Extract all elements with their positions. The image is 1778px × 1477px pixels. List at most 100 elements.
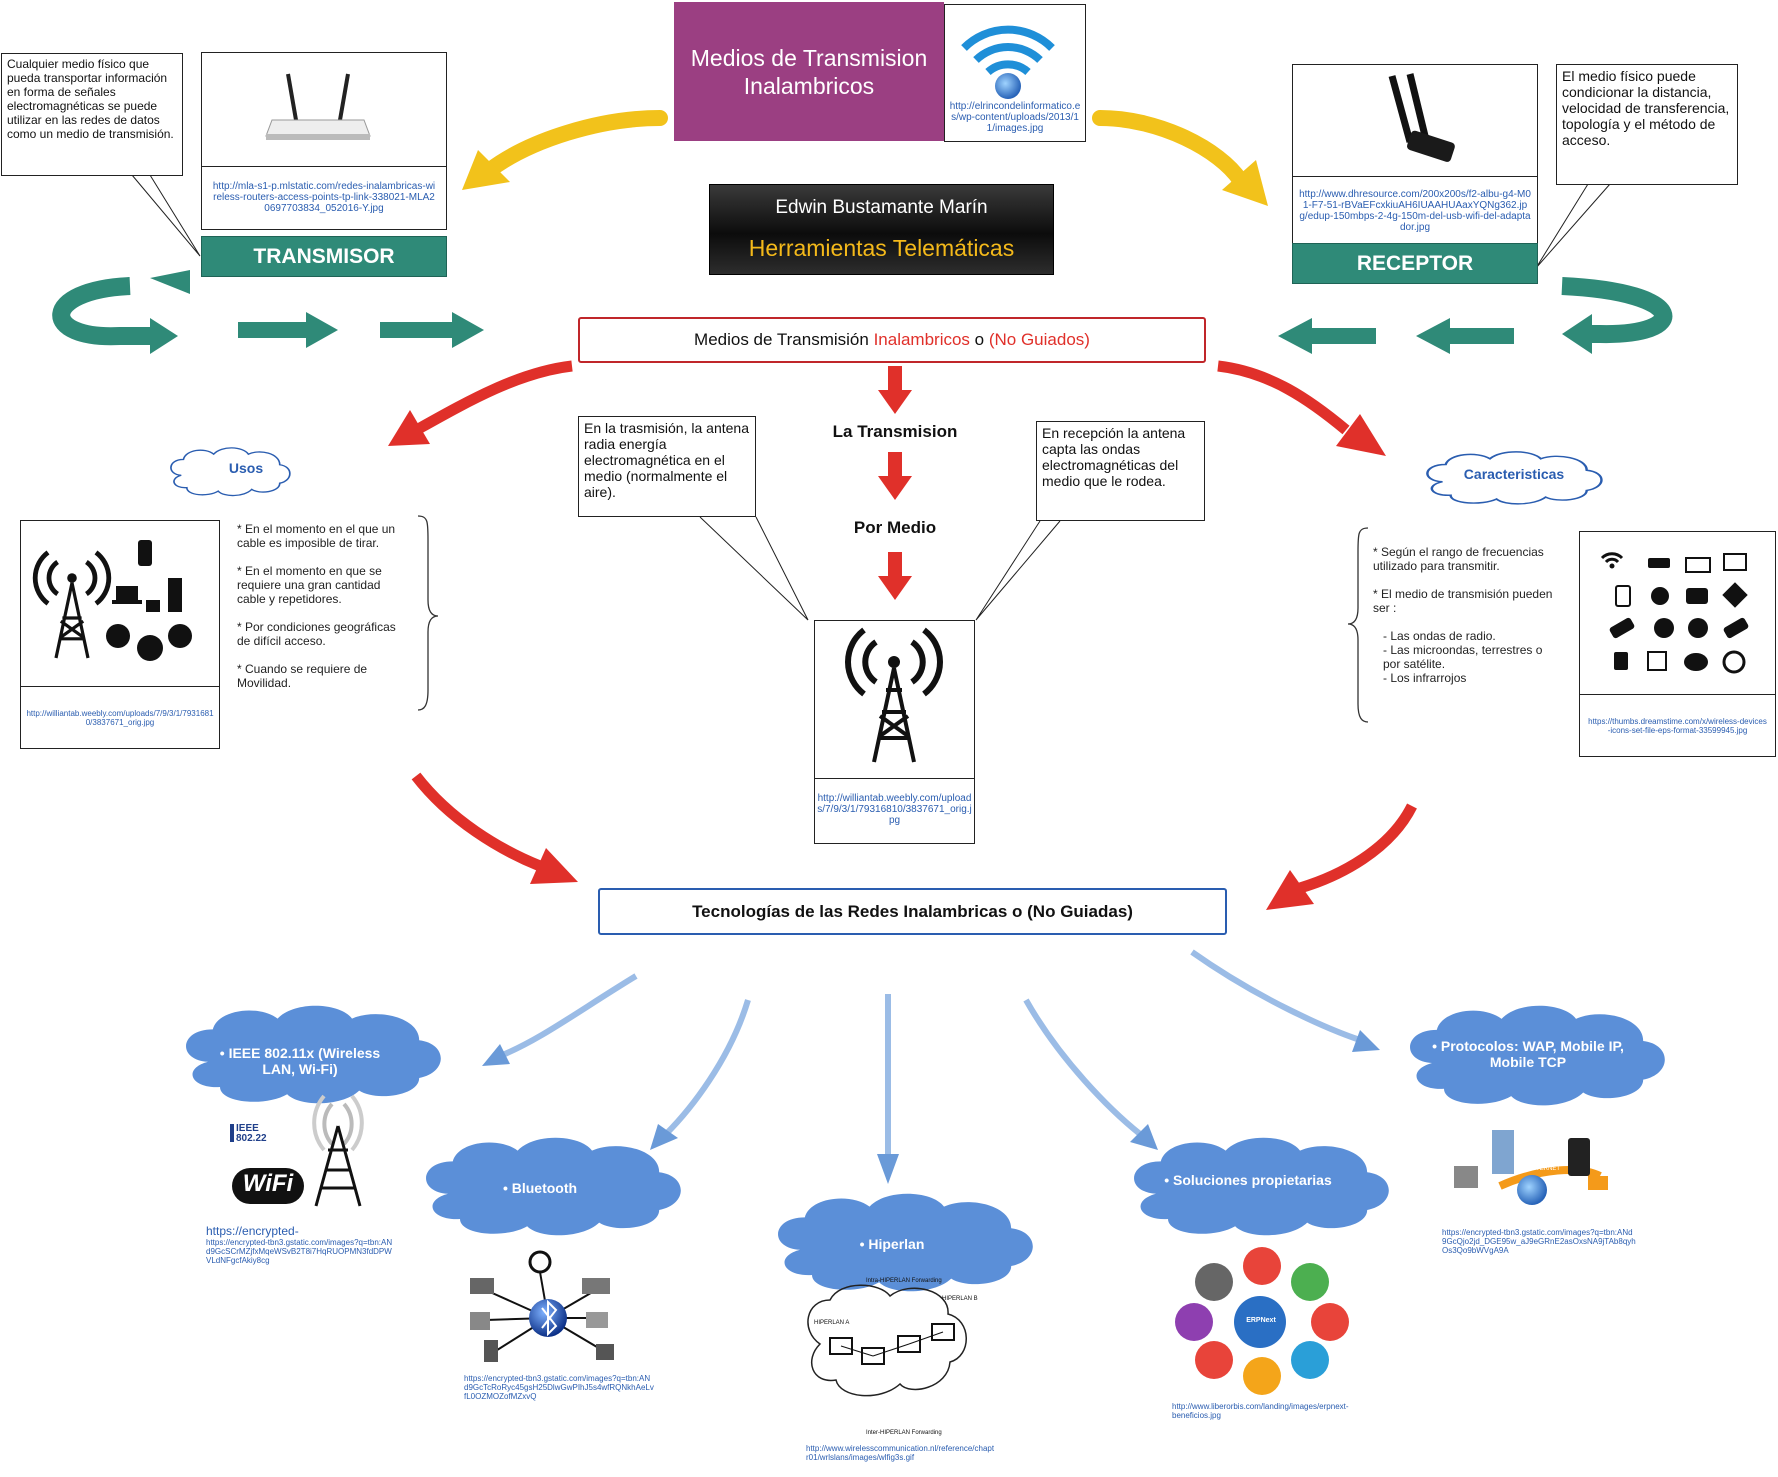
- hiperlan-a-text: HIPERLAN A: [814, 1320, 850, 1326]
- transmisor-note: Cualquier medio físico que pueda transpo…: [1, 53, 183, 176]
- receptor-note: El medio físico puede condicionar la dis…: [1556, 64, 1738, 185]
- yellow-arrow-left: [462, 110, 668, 190]
- red-arrow-down-3: [878, 552, 912, 600]
- main-topic-red: Inalambricos: [873, 330, 970, 349]
- wifi-logo-icon: [232, 1094, 364, 1207]
- main-topic-mid: o: [969, 330, 989, 349]
- teal-arrow-right-1: [238, 312, 338, 348]
- usos-label: Usos: [228, 460, 264, 476]
- wifi-globe-icon: [961, 25, 1055, 99]
- caracteristicas-list: * Según el rango de frecuencias utilizad…: [1373, 545, 1559, 685]
- ieee-logo-icon: [230, 1124, 234, 1142]
- teal-curved-arrow-left: [52, 270, 190, 354]
- protocolos-url[interactable]: https://encrypted-tbn3.gstatic.com/image…: [1442, 1228, 1636, 1255]
- receptor-divider: [1292, 176, 1538, 177]
- ieee-logo-text: IEEE 802.22: [236, 1123, 267, 1144]
- tecnologias-box: Tecnologías de las Redes Inalambricas o …: [598, 888, 1227, 935]
- main-topic-box: Medios de Transmisión Inalambricos o (No…: [578, 317, 1206, 363]
- usos-list: * En el momento en el que un cable es im…: [237, 522, 409, 690]
- teal-arrow-right-2: [380, 312, 484, 348]
- usos-item-4: * Cuando se requiere de Movilidad.: [237, 662, 368, 690]
- hiperlan-url[interactable]: http://www.wirelesscommunication.nl/refe…: [806, 1444, 995, 1462]
- blue-arrow-4: [1023, 998, 1158, 1150]
- usos-image-url[interactable]: http://williantab.weebly.com/uploads/7/9…: [26, 709, 214, 727]
- blue-arrow-5: [1190, 949, 1380, 1052]
- page-title: Medios de Transmision Inalambricos: [690, 44, 928, 99]
- usos-item-2: * En el momento en que se requiere una g…: [237, 564, 382, 606]
- tecnologias-title: Tecnologías de las Redes Inalambricas o …: [692, 902, 1133, 921]
- cloud-soluciones-label: • Soluciones propietarias: [1164, 1172, 1332, 1188]
- caracteristicas-label: Caracteristicas: [1463, 466, 1565, 482]
- bluetooth-network-icon: [470, 1250, 614, 1362]
- step-transmision: La Transmision: [832, 422, 958, 441]
- antenna-image-box: http://williantab.weebly.com/uploads/7/9…: [814, 620, 975, 844]
- usos-image-box: http://williantab.weebly.com/uploads/7/9…: [20, 520, 220, 749]
- receptor-label: RECEPTOR: [1292, 243, 1538, 284]
- callout-lines: [131, 174, 1611, 621]
- teal-curved-arrow-right: [1561, 277, 1673, 354]
- router-icon: [265, 73, 371, 140]
- transmisor-divider: [201, 166, 447, 167]
- teal-arrow-left-2: [1278, 318, 1376, 354]
- red-arrow-to-usos: [388, 360, 573, 446]
- soluciones-url[interactable]: http://www.liberorbis.com/landing/images…: [1172, 1402, 1349, 1420]
- transmisor-image-url[interactable]: http://mla-s1-p.mlstatic.com/redes-inala…: [212, 181, 436, 214]
- caracteristicas-item-3: - Las ondas de radio.: [1383, 629, 1496, 643]
- caracteristicas-item-1: * Según el rango de frecuencias utilizad…: [1373, 545, 1544, 573]
- antenna-divider: [815, 778, 974, 779]
- title-image-url[interactable]: http://elrincondelinformatico.es/wp-cont…: [949, 101, 1081, 134]
- mobile-internet-icon: [1454, 1130, 1608, 1205]
- yellow-arrow-right: [1092, 110, 1268, 206]
- usb-adapter-icon: [1388, 73, 1455, 162]
- wifi-logo-text: WiFi: [242, 1170, 294, 1197]
- usos-divider: [21, 686, 219, 687]
- transmisor-image-box: http://mla-s1-p.mlstatic.com/redes-inala…: [201, 52, 447, 230]
- hiperlan-intra-text: Intra-HIPERLAN Forwarding: [866, 1278, 942, 1284]
- title-image-box: http://elrincondelinformatico.es/wp-cont…: [944, 4, 1086, 142]
- recepcion-note: En recepción la antena capta las ondas e…: [1036, 421, 1205, 521]
- caracteristicas-item-5: - Los infrarrojos: [1383, 671, 1467, 685]
- hiperlan-inter-text: Inter-HIPERLAN Forwarding: [866, 1430, 942, 1436]
- red-arrow-usos-to-tecnologias: [411, 772, 578, 884]
- transmisor-label: TRANSMISOR: [201, 236, 447, 277]
- cloud-bluetooth-label: • Bluetooth: [502, 1180, 578, 1196]
- wireless-icons-grid: [1600, 552, 1749, 674]
- red-arrow-to-caracteristicas: [1217, 360, 1386, 456]
- blue-arrow-1: [482, 973, 638, 1066]
- caracteristicas-image-url[interactable]: https://thumbs.dreamstime.com/x/wireless…: [1588, 717, 1767, 735]
- main-topic-red2: (No Guiados): [988, 330, 1090, 349]
- cloud-ieee-label: • IEEE 802.11x (Wireless LAN, Wi-Fi): [219, 1045, 381, 1077]
- hiperlan-b-text: HIPERLAN B: [942, 1296, 978, 1302]
- blue-arrow-3: [877, 994, 899, 1184]
- caracteristicas-image-box: https://thumbs.dreamstime.com/x/wireless…: [1579, 531, 1776, 757]
- ieee-url[interactable]: https://encrypted-tbn3.gstatic.com/image…: [206, 1238, 393, 1265]
- caracteristicas-item-4: - Las microondas, terrestres o por satél…: [1383, 643, 1543, 671]
- caracteristicas-divider: [1580, 694, 1775, 695]
- red-arrow-down-2: [878, 452, 912, 500]
- main-topic-prefix: Medios de Transmisión: [694, 330, 874, 349]
- cloud-protocolos-label: • Protocolos: WAP, Mobile IP, Mobile TCP: [1432, 1038, 1624, 1070]
- hiperlan-network-icon: [807, 1284, 967, 1397]
- ieee-url-head[interactable]: https://encrypted-: [206, 1224, 299, 1238]
- author-name: Edwin Bustamante Marín: [775, 197, 988, 218]
- erpnext-modules-icon: [1175, 1247, 1349, 1395]
- devices-icon-group: [106, 540, 192, 661]
- author-box: Edwin Bustamante Marín Herramientas Tele…: [709, 184, 1054, 275]
- usos-item-1: * En el momento en el que un cable es im…: [237, 522, 396, 550]
- red-arrow-caracteristicas-to-tecnologias: [1266, 803, 1417, 910]
- title-box: Medios de Transmision Inalambricos: [674, 2, 944, 141]
- caracteristicas-item-2: * El medio de transmisión pueden ser :: [1373, 587, 1553, 615]
- red-arrow-down-1: [878, 366, 912, 414]
- usos-item-3: * Por condiciones geográficas de difícil…: [237, 620, 396, 648]
- antenna-image-url[interactable]: http://williantab.weebly.com/uploads/7/9…: [817, 793, 972, 826]
- antenna-tower-icon-center: [845, 627, 943, 763]
- receptor-image-url[interactable]: http://www.dhresource.com/200x200s/f2-al…: [1299, 189, 1531, 233]
- teal-arrow-left-1: [1416, 318, 1514, 354]
- course-name: Herramientas Telemáticas: [748, 235, 1015, 261]
- step-por-medio: Por Medio: [853, 518, 937, 537]
- receptor-image-box: http://www.dhresource.com/200x200s/f2-al…: [1292, 64, 1538, 244]
- bluetooth-url[interactable]: https://encrypted-tbn3.gstatic.com/image…: [464, 1374, 654, 1401]
- brace-caracteristicas: [1347, 527, 1369, 723]
- erpnext-text: ERPNext: [1246, 1317, 1276, 1324]
